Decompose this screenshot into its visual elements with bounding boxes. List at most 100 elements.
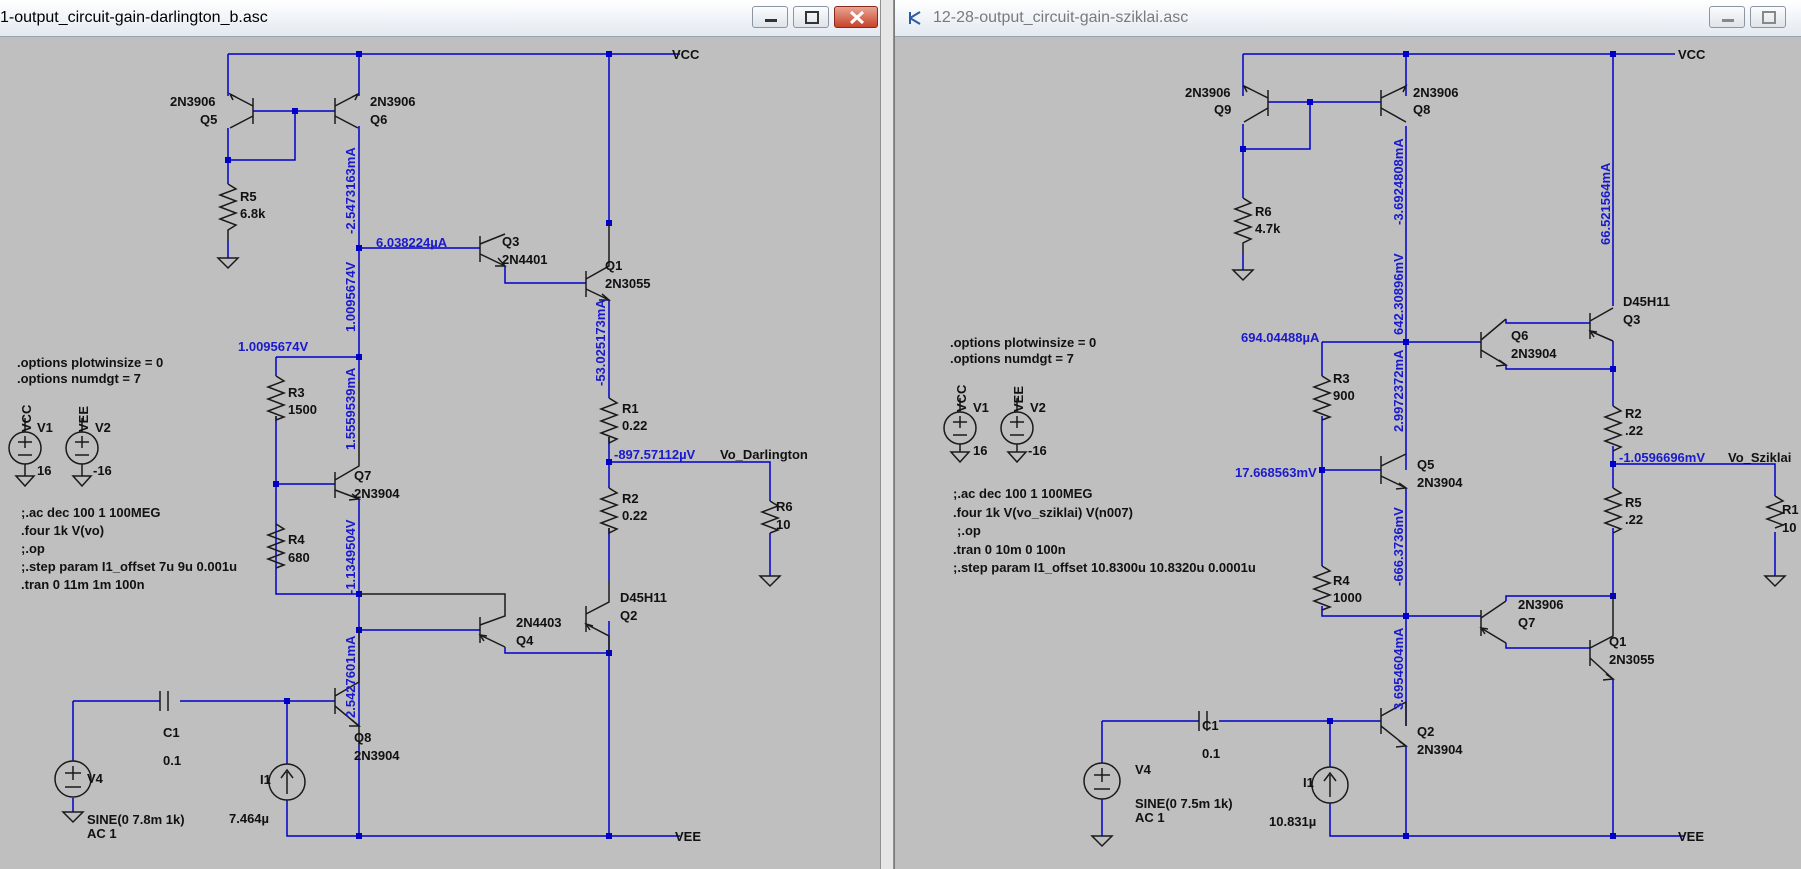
left-title-bar[interactable]: 1-output_circuit-gain-darlington_b.asc bbox=[0, 0, 880, 37]
op-annotation: 17.668563mV bbox=[1235, 465, 1317, 480]
op-annotation: 694.04488µA bbox=[1241, 330, 1320, 345]
directive-line[interactable]: ;.ac dec 100 1 100MEG bbox=[21, 505, 161, 520]
sim-commands[interactable]: ;.ac dec 100 1 100MEG .four 1k V(vo) ;.o… bbox=[21, 505, 237, 595]
close-icon bbox=[849, 10, 865, 25]
minimize-button[interactable] bbox=[752, 6, 788, 28]
r5-label: R5 bbox=[1625, 495, 1642, 510]
vee-label: VEE bbox=[675, 829, 702, 844]
v2-value: -16 bbox=[1028, 443, 1047, 458]
maximize-button[interactable] bbox=[1750, 6, 1786, 28]
r4-value: 680 bbox=[288, 550, 310, 565]
directive-line[interactable]: ;.op bbox=[21, 541, 45, 556]
r1-value: 10 bbox=[1782, 520, 1797, 535]
q3-label: Q3 bbox=[502, 234, 520, 249]
op-annotation: -3.6924808mA bbox=[1391, 138, 1406, 225]
q2-type-label: 2N3904 bbox=[1417, 742, 1463, 757]
right-schematic-canvas[interactable]: VCC VEE 2N3906 Q9 2N3906 Q8 R6 4.7k D45H… bbox=[895, 36, 1801, 869]
v4-label: V4 bbox=[87, 771, 103, 786]
q6-type-label: 2N3906 bbox=[370, 94, 416, 109]
vee-label: VEE bbox=[1678, 829, 1705, 844]
directive-line[interactable]: .tran 0 10m 0 100n bbox=[953, 542, 1066, 557]
directive-line[interactable]: ;.op bbox=[957, 523, 981, 538]
q7-label: Q7 bbox=[1518, 615, 1536, 630]
q7-label: Q7 bbox=[354, 468, 372, 483]
op-annotation: -1.0596696mV bbox=[1619, 450, 1706, 465]
r6-value: 10 bbox=[776, 517, 791, 532]
right-title-bar[interactable]: 12-28-output_circuit-gain-sziklai.asc bbox=[895, 0, 1801, 37]
vo-net-label: Vo_Darlington bbox=[720, 447, 808, 462]
r1-label: R1 bbox=[622, 401, 639, 416]
i1-value: 10.831µ bbox=[1269, 814, 1317, 829]
minimize-button[interactable] bbox=[1709, 6, 1745, 28]
op-annotation: 642.30896mV bbox=[1391, 253, 1406, 335]
directive-line[interactable]: .options numdgt = 7 bbox=[17, 371, 141, 386]
r5-value: 6.8k bbox=[240, 206, 266, 221]
i1-label: I1 bbox=[1303, 775, 1314, 790]
directive-line[interactable]: .four 1k V(vo_sziklai) V(n007) bbox=[953, 505, 1133, 520]
directive-line[interactable]: .tran 0 11m 1m 100n bbox=[21, 577, 145, 592]
directive-line[interactable]: ;.ac dec 100 1 100MEG bbox=[953, 486, 1093, 501]
left-schematic-window[interactable]: 1-output_circuit-gain-darlington_b.asc bbox=[0, 0, 880, 869]
r4-label: R4 bbox=[1333, 573, 1350, 588]
directive-line[interactable]: ;.step param I1_offset 7u 9u 0.001u bbox=[21, 559, 238, 574]
right-schematic-window[interactable]: 12-28-output_circuit-gain-sziklai.asc bbox=[894, 0, 1801, 869]
window-divider[interactable] bbox=[880, 0, 894, 869]
q1-type-label: 2N3055 bbox=[1609, 652, 1655, 667]
op-annotation: 3.6954604mA bbox=[1391, 627, 1406, 710]
r2-label: R2 bbox=[1625, 406, 1642, 421]
directive-line[interactable]: .options plotwinsize = 0 bbox=[17, 355, 164, 370]
v4-ac-label: AC 1 bbox=[87, 826, 117, 841]
v2-label: V2 bbox=[95, 420, 111, 435]
directive-line[interactable]: .options numdgt = 7 bbox=[950, 351, 1074, 366]
maximize-button[interactable] bbox=[793, 6, 829, 28]
r4-label: R4 bbox=[288, 532, 305, 547]
r3-value: 900 bbox=[1333, 388, 1355, 403]
v2-label: V2 bbox=[1030, 400, 1046, 415]
v2-net-label: VEE bbox=[76, 405, 91, 432]
directive-line[interactable]: ;.step param I1_offset 10.8300u 10.8320u… bbox=[953, 560, 1256, 575]
r6-label: R6 bbox=[1255, 204, 1272, 219]
directive-line[interactable]: .options plotwinsize = 0 bbox=[950, 335, 1097, 350]
r2-value: .22 bbox=[1625, 423, 1644, 438]
v1-value: 16 bbox=[37, 463, 52, 478]
close-button[interactable] bbox=[834, 6, 878, 28]
v4-value: SINE(0 7.8m 1k) bbox=[87, 812, 185, 827]
i1-label: I1 bbox=[260, 772, 271, 787]
op-annotation: 2.5427601mA bbox=[343, 635, 358, 718]
q3-type-label: 2N4401 bbox=[502, 252, 548, 267]
right-window-title: 12-28-output_circuit-gain-sziklai.asc bbox=[933, 9, 1189, 26]
r2-label: R2 bbox=[622, 491, 639, 506]
q8-type-label: 2N3906 bbox=[1413, 85, 1459, 100]
sim-directives[interactable]: .options plotwinsize = 0 .options numdgt… bbox=[950, 335, 1097, 366]
op-annotation: -897.57112µV bbox=[614, 447, 696, 462]
c1-value: 0.1 bbox=[1202, 746, 1221, 761]
r5-value: .22 bbox=[1625, 512, 1644, 527]
q5-label: Q5 bbox=[200, 112, 218, 127]
q6-label: Q6 bbox=[1511, 328, 1529, 343]
q6-type-label: 2N3904 bbox=[1511, 346, 1557, 361]
v1-net-label: VCC bbox=[19, 404, 34, 432]
op-annotation: -1.1349504V bbox=[343, 519, 358, 594]
r6-value: 4.7k bbox=[1255, 221, 1281, 236]
op-annotation: 2.9972372mA bbox=[1391, 349, 1406, 432]
restore-icon bbox=[805, 11, 819, 24]
directive-line[interactable]: .four 1k V(vo) bbox=[21, 523, 105, 538]
vcc-label: VCC bbox=[1678, 47, 1706, 62]
q3-type-label: D45H11 bbox=[1623, 294, 1670, 309]
v1-label: V1 bbox=[37, 420, 53, 435]
left-schematic-canvas[interactable]: VCC VEE 2N3906 Q5 2N3906 Q6 R5 6.8k Q3 2… bbox=[0, 36, 880, 869]
op-annotation: -666.3736mV bbox=[1391, 507, 1406, 586]
q4-type-label: 2N4403 bbox=[516, 615, 562, 630]
q9-type-label: 2N3906 bbox=[1185, 85, 1231, 100]
r4-value: 1000 bbox=[1333, 590, 1362, 605]
sziklai-schematic-drawing bbox=[943, 51, 1787, 848]
v1-label: V1 bbox=[973, 400, 989, 415]
darlington-schematic-drawing bbox=[8, 51, 782, 839]
v2-value: -16 bbox=[93, 463, 112, 478]
r3-label: R3 bbox=[288, 385, 305, 400]
c1-label: C1 bbox=[163, 725, 180, 740]
v4-ac-label: AC 1 bbox=[1135, 810, 1165, 825]
sim-directives[interactable]: .options plotwinsize = 0 .options numdgt… bbox=[17, 355, 164, 386]
sim-commands[interactable]: ;.ac dec 100 1 100MEG .four 1k V(vo_szik… bbox=[953, 486, 1256, 578]
ltspice-icon bbox=[909, 11, 921, 25]
